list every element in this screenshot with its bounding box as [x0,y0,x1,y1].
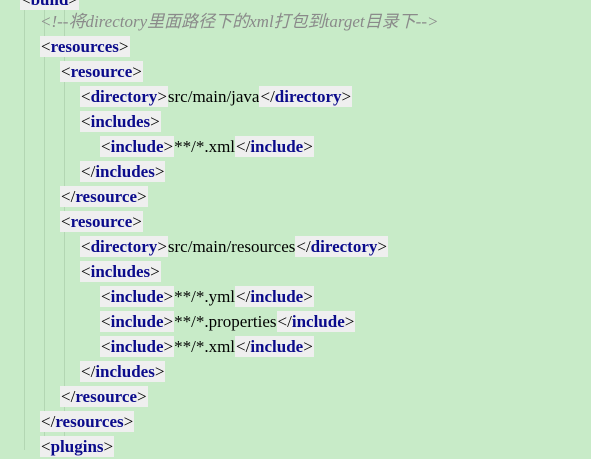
element-value: **/*.properties [174,312,277,331]
code-line[interactable]: <resource> [60,210,143,234]
closing-tag-directory: </directory> [259,86,353,107]
tag-name: resource [70,62,133,81]
code-line[interactable]: <directory>src/main/java</directory> [80,85,353,109]
opening-tag-directory: <directory> [80,86,168,107]
tag-name: resource [70,212,133,231]
tag-name: include [110,137,164,156]
tag-name: resource [75,387,137,406]
element-value: **/*.yml [174,287,236,306]
closing-tag-directory: </directory> [295,236,388,257]
tag-name: includes [95,162,155,181]
code-line[interactable]: </resource> [60,185,148,209]
code-line[interactable]: <include>**/*.xml</include> [100,335,314,359]
tag-name: include [110,337,164,356]
tag-name: includes [90,262,151,281]
opening-tag-includes: <includes> [80,111,161,132]
tag-name: resources [50,37,119,56]
opening-tag-includes: <includes> [80,261,161,282]
closing-tag-include: </include> [235,286,314,307]
opening-tag-build: <build> [20,0,79,10]
tag-name: include [250,337,304,356]
indent-guide [44,0,45,450]
tag-name: include [110,287,164,306]
tag-name: resource [75,187,137,206]
code-line[interactable]: <include>**/*.xml</include> [100,135,314,159]
tag-name: build [31,0,69,9]
opening-tag-resource: <resource> [60,211,143,232]
code-line[interactable]: <!--将directory里面路径下的xml打包到target目录下--> [40,10,438,34]
indent-guide [24,0,25,450]
tag-name: includes [95,362,155,381]
tag-name: directory [90,237,158,256]
closing-tag-includes: </includes> [80,361,166,382]
tag-name: includes [90,112,151,131]
opening-tag-include: <include> [100,336,175,357]
closing-tag-include: </include> [235,336,314,357]
code-line[interactable]: </resource> [60,385,148,409]
tag-name: directory [274,87,342,106]
code-line[interactable]: <build> [20,0,79,12]
code-line[interactable]: <includes> [80,260,161,284]
code-line[interactable]: </resources> [40,410,135,434]
code-line[interactable]: <resources> [40,35,130,59]
code-line[interactable]: <plugins> [40,435,115,459]
opening-tag-include: <include> [100,286,175,307]
code-line[interactable]: <directory>src/main/resources</directory… [80,235,388,259]
closing-tag-resource: </resource> [60,386,148,407]
tag-name: resources [55,412,124,431]
code-line[interactable]: <include>**/*.properties</include> [100,310,356,334]
opening-tag-directory: <directory> [80,236,168,257]
opening-tag-plugins: <plugins> [40,436,115,457]
closing-tag-includes: </includes> [80,161,166,182]
code-line[interactable]: </includes> [80,160,166,184]
element-value: **/*.xml [174,137,236,156]
opening-tag-include: <include> [100,311,175,332]
tag-name: include [250,137,304,156]
code-line[interactable]: <include>**/*.yml</include> [100,285,314,309]
element-value: **/*.xml [174,337,236,356]
closing-tag-resources: </resources> [40,411,135,432]
closing-tag-include: </include> [276,311,356,332]
tag-name: plugins [50,437,104,456]
opening-tag-resources: <resources> [40,36,130,57]
element-value: src/main/resources [167,237,296,256]
element-value: src/main/java [167,87,260,106]
code-line[interactable]: <includes> [80,110,161,134]
closing-tag-include: </include> [235,136,314,157]
tag-name: directory [90,87,158,106]
code-line[interactable]: <resource> [60,60,143,84]
tag-name: include [110,312,164,331]
code-line[interactable]: </includes> [80,360,166,384]
opening-tag-include: <include> [100,136,175,157]
closing-tag-resource: </resource> [60,186,148,207]
xml-comment: <!--将directory里面路径下的xml打包到target目录下--> [40,12,439,31]
tag-name: include [291,312,345,331]
tag-name: include [250,287,304,306]
opening-tag-resource: <resource> [60,61,143,82]
tag-name: directory [310,237,378,256]
